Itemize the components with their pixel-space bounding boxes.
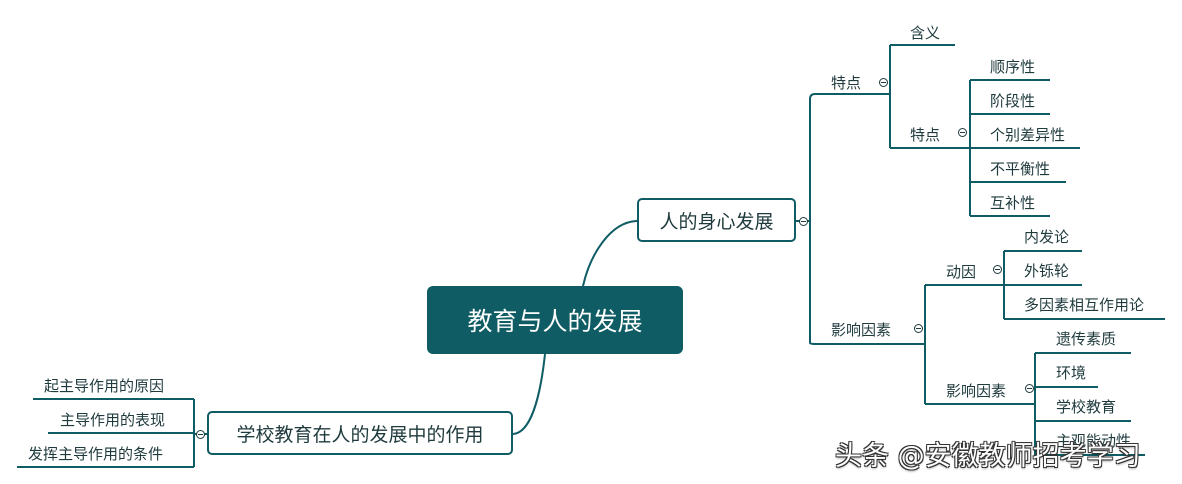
collapse-toggle-icon[interactable] <box>196 430 205 439</box>
leaf-motive[interactable]: 多因素相互作用论 <box>1024 296 1145 314</box>
connector-root-branch2 <box>512 353 546 435</box>
leaf-feature[interactable]: 阶段性 <box>990 92 1036 110</box>
root-topic[interactable]: 教育与人的发展 <box>427 286 683 354</box>
leaf-feature[interactable]: 不平衡性 <box>990 160 1051 178</box>
collapse-toggle-icon[interactable] <box>914 324 923 333</box>
leaf-motive[interactable]: 内发论 <box>1024 228 1070 246</box>
leaf-feature[interactable]: 互补性 <box>990 194 1036 212</box>
topic-motive[interactable]: 动因 <box>946 263 977 281</box>
topic-physical-mental-development[interactable]: 人的身心发展 <box>637 198 796 242</box>
topic-school-education-role[interactable]: 学校教育在人的发展中的作用 <box>207 411 513 455</box>
topic-influencing-factors[interactable]: 影响因素 <box>831 321 892 339</box>
collapse-toggle-icon[interactable] <box>879 78 888 87</box>
leaf-factor[interactable]: 主观能动性 <box>1056 432 1132 450</box>
topic-features[interactable]: 特点 <box>831 74 862 92</box>
leaf-feature[interactable]: 顺序性 <box>990 58 1036 76</box>
connector-root-branch1 <box>582 220 638 287</box>
watermark: 头条 @安徽教师招考学习 <box>835 441 1141 472</box>
collapse-toggle-icon[interactable] <box>1025 384 1034 393</box>
topic-meaning[interactable]: 含义 <box>910 24 941 42</box>
leaf-motive[interactable]: 外铄轮 <box>1024 262 1070 280</box>
collapse-toggle-icon[interactable] <box>799 217 808 226</box>
topic-influencing-factors-2[interactable]: 影响因素 <box>946 382 1007 400</box>
collapse-toggle-icon[interactable] <box>958 128 967 137</box>
topic-features-2[interactable]: 特点 <box>910 126 941 144</box>
leaf-factor[interactable]: 遗传素质 <box>1056 330 1117 348</box>
leaf-factor[interactable]: 学校教育 <box>1056 398 1117 416</box>
leaf-school-role[interactable]: 主导作用的表现 <box>60 411 166 429</box>
collapse-toggle-icon[interactable] <box>993 265 1002 274</box>
underline-features <box>809 93 890 100</box>
underline-factors <box>809 342 925 345</box>
leaf-school-role[interactable]: 起主导作用的原因 <box>44 377 165 395</box>
leaf-factor[interactable]: 环境 <box>1056 364 1087 382</box>
leaf-feature[interactable]: 个别差异性 <box>990 126 1066 144</box>
leaf-school-role[interactable]: 发挥主导作用的条件 <box>28 445 164 463</box>
